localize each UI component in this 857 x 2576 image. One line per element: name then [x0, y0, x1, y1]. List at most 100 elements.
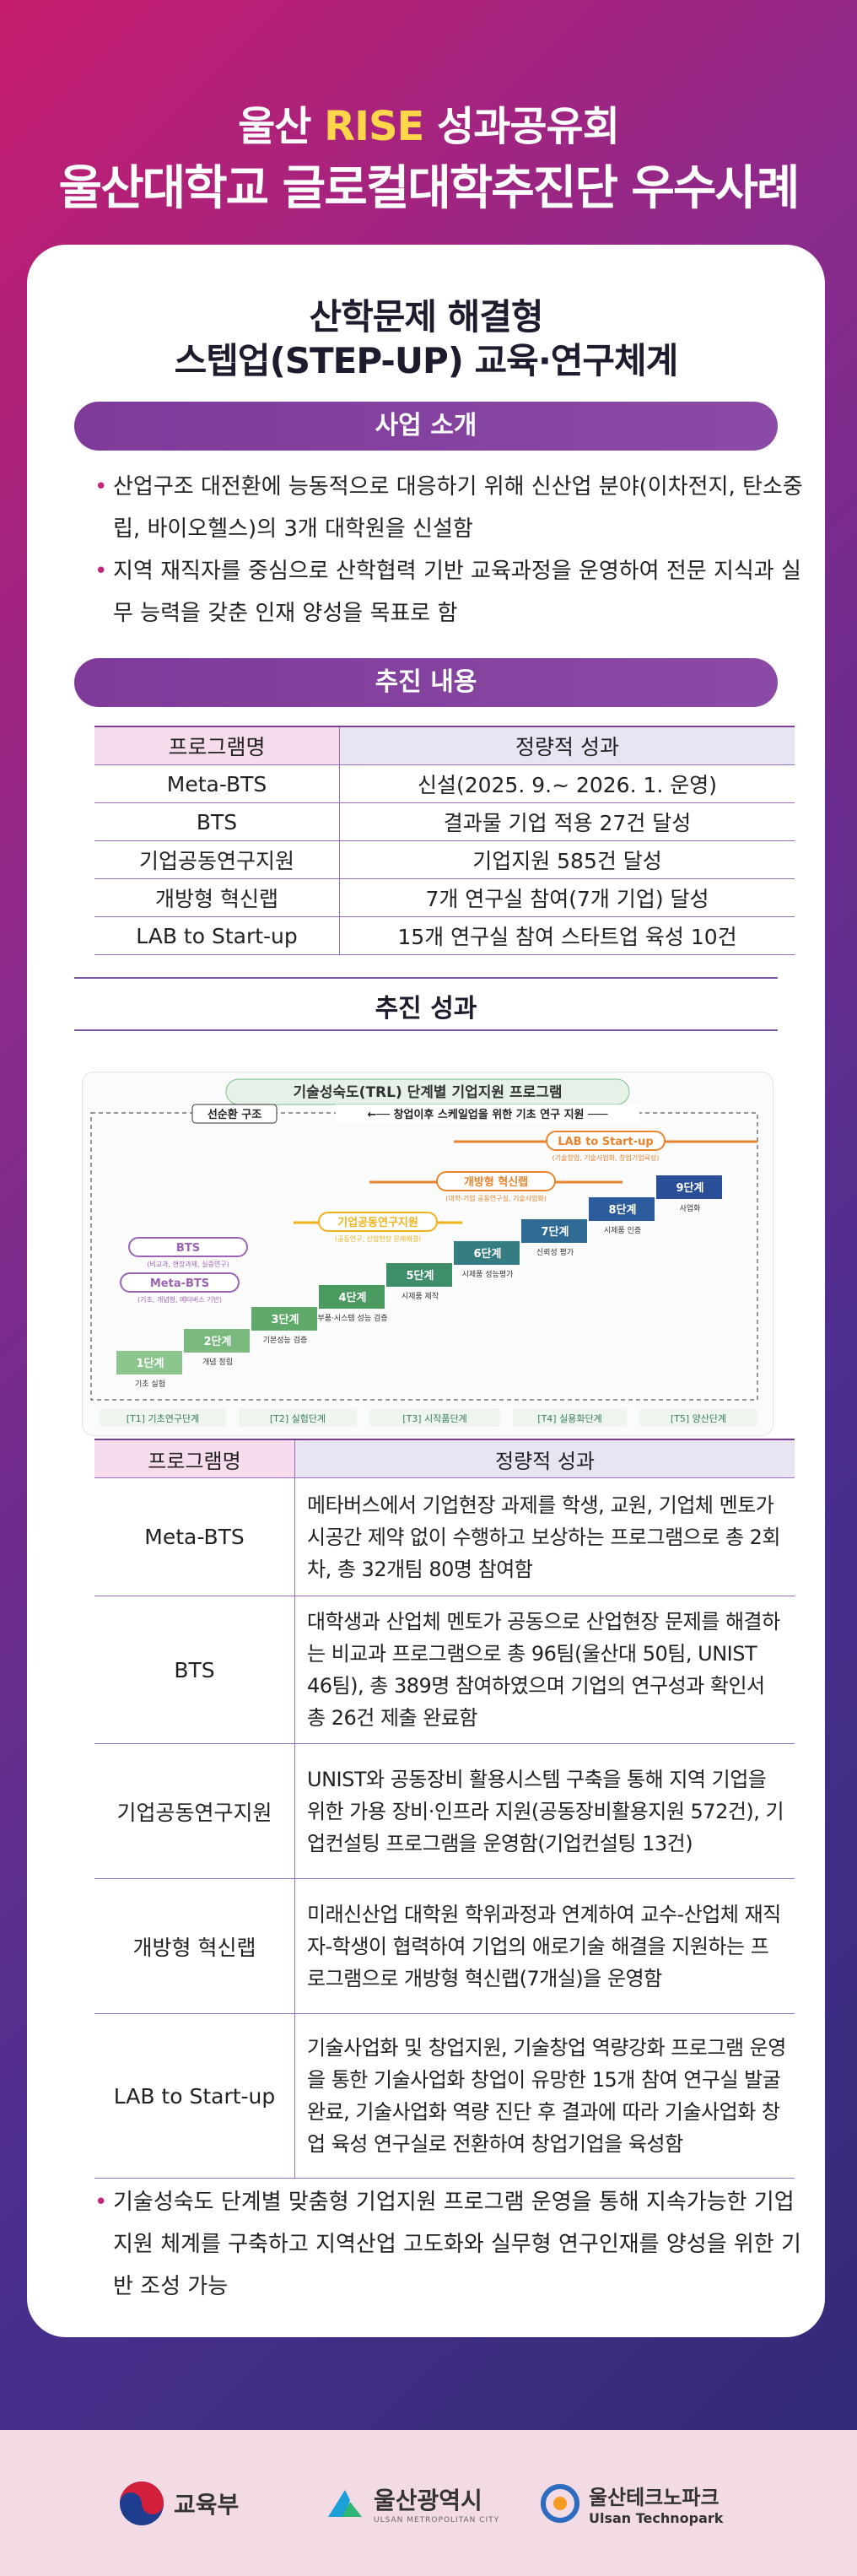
- arrow-label-bg: [336, 1104, 639, 1123]
- stage-label-3: [T3] 시작품단계: [402, 1413, 466, 1424]
- cell-result: 7개 연구실 참여(7개 기업) 달성: [339, 878, 795, 917]
- stage-box-1: [100, 1408, 226, 1427]
- step-label-1: 1단계: [137, 1357, 164, 1370]
- arrow-label: ←── 창업이후 스케일업을 위한 기초 연구 지원 ───: [367, 1108, 607, 1121]
- step-desc-2: 개념 정립: [202, 1358, 233, 1367]
- ulsan-city-icon: [328, 2490, 362, 2517]
- cell-program: BTS: [94, 1596, 295, 1744]
- logo-ulsan-city: 울산광역시 ULSAN METROPOLITAN CITY: [325, 2482, 499, 2525]
- cycle-border: [90, 1112, 758, 1401]
- cell-result: UNIST와 공동장비 활용시스템 구축을 통해 지역 기업을 위한 가용 장비…: [294, 1743, 795, 1879]
- cycle-label: 선순환 구조: [208, 1108, 261, 1121]
- results-divider-bottom: [74, 1029, 778, 1031]
- cell-result: 메타버스에서 기업현장 과제를 학생, 교원, 기업체 멘토가 시공간 제약 없…: [294, 1477, 795, 1596]
- stage-label-1: [T1] 기초연구단계: [127, 1413, 200, 1424]
- step-label-8: 8단계: [609, 1203, 637, 1217]
- cell-result: 신설(2025. 9.~ 2026. 1. 운영): [339, 764, 795, 803]
- stage-label-2: [T2] 실험단계: [270, 1413, 326, 1424]
- results-summary: 기술성숙도 단계별 맞춤형 기업지원 프로그램 운영을 통해 지속가능한 기업 …: [94, 2181, 803, 2308]
- cell-result: 기업지원 585건 달성: [339, 840, 795, 879]
- step-block-2: [184, 1329, 250, 1353]
- hero-title-line1: 울산 RISE 성과공유회: [0, 93, 857, 152]
- hero-title-highlight: RISE: [324, 103, 424, 150]
- program-pill-5: [120, 1272, 240, 1293]
- program-pill-4: [128, 1237, 248, 1257]
- results-title: 추진 성과: [375, 994, 477, 1023]
- logo-technopark-sub: Ulsan Technopark: [589, 2510, 724, 2526]
- step-block-1: [116, 1351, 182, 1374]
- stage-box-4: [513, 1408, 627, 1427]
- cell-program: 기업공동연구지원: [94, 840, 340, 879]
- step-label-7: 7단계: [542, 1225, 569, 1239]
- program-name-1: LAB to Start-up: [558, 1136, 653, 1148]
- logo-ulsan-city-sub: ULSAN METROPOLITAN CITY: [374, 2516, 500, 2525]
- cell-result: 대학생과 산업체 멘토가 공동으로 산업현장 문제를 해결하는 비교과 프로그램…: [294, 1596, 795, 1744]
- program-sub-4: (비교과, 현장과제, 실증연구): [147, 1260, 229, 1268]
- step-block-8: [589, 1197, 655, 1221]
- intro-pill: 사업 소개: [74, 402, 778, 451]
- cycle-label-box: [191, 1104, 278, 1124]
- card-title-line2: 스텝업(STEP-UP) 교육·연구체계: [174, 340, 679, 381]
- table-header-row: 프로그램명 정량적 성과: [94, 726, 795, 765]
- program-name-5: Meta-BTS: [150, 1277, 209, 1290]
- stage-box-2: [239, 1408, 357, 1427]
- intro-bullet-1: 산업구조 대전환에 능동적으로 대응하기 위해 신산업 분야(이차전지, 탄소중…: [94, 466, 803, 550]
- logo-technopark-name: 울산테크노파크: [589, 2486, 720, 2509]
- step-label-4: 4단계: [339, 1291, 367, 1304]
- program-name-4: BTS: [176, 1242, 200, 1255]
- program-sub-2: (대학-기업 공동연구실, 기술사업화): [445, 1194, 547, 1202]
- cell-program: 개방형 혁신랩: [94, 878, 340, 917]
- cell-program: LAB to Start-up: [94, 2013, 295, 2179]
- cell-program: Meta-BTS: [94, 1477, 295, 1596]
- table-header-row: 프로그램명 정량적 성과: [94, 1439, 795, 1478]
- stage-label-5: [T5] 양산단계: [671, 1413, 726, 1424]
- col-header-result: 정량적 성과: [294, 1439, 795, 1478]
- hero-banner: 울산 RISE 성과공유회 울산대학교 글로컬대학추진단 우수사례: [0, 0, 857, 245]
- program-pill-2: [436, 1171, 556, 1191]
- progress-pill: 추진 내용: [74, 658, 778, 707]
- stage-box-5: [639, 1408, 757, 1427]
- intro-bullets: 산업구조 대전환에 능동적으로 대응하기 위해 신산업 분야(이차전지, 탄소중…: [94, 466, 803, 635]
- cell-program: 개방형 혁신랩: [94, 1878, 295, 2014]
- step-desc-6: 시제품 성능평가: [462, 1270, 514, 1279]
- summary-bullet: 기술성숙도 단계별 맞춤형 기업지원 프로그램 운영을 통해 지속가능한 기업 …: [94, 2181, 803, 2308]
- hero-title-line2: 울산대학교 글로컬대학추진단 우수사례: [58, 161, 800, 216]
- cell-program: 기업공동연구지원: [94, 1743, 295, 1879]
- program-sub-1: (기술창업, 기술사업화, 창업기업육성): [552, 1153, 660, 1162]
- step-desc-4: 부품·시스템 성능 검증: [317, 1313, 387, 1323]
- hero-title-pre: 울산: [238, 103, 325, 150]
- program-sub-5: (기초, 개념형, 메타버스 기반): [137, 1295, 222, 1304]
- content-card: 산학문제 해결형 스텝업(STEP-UP) 교육·연구체계 사업 소개 산업구조…: [27, 245, 825, 2337]
- step-block-7: [521, 1219, 587, 1243]
- step-block-6: [454, 1241, 520, 1265]
- step-label-5: 5단계: [407, 1269, 434, 1283]
- step-desc-5: 시제품 제작: [402, 1292, 439, 1301]
- footer-logos: 교육부 울산광역시 ULSAN METROPOLITAN CITY 울산테크노파…: [0, 2430, 857, 2576]
- step-block-5: [386, 1263, 452, 1287]
- intro-bullet-2: 지역 재직자를 중심으로 산학협력 기반 교육과정을 운영하여 전문 지식과 실…: [94, 550, 803, 635]
- step-block-4: [319, 1285, 385, 1309]
- step-block-3: [251, 1307, 317, 1331]
- cell-result: 기술사업화 및 창업지원, 기술창업 역량강화 프로그램 운영을 통한 기술사업…: [294, 2013, 795, 2179]
- step-desc-3: 기본성능 검증: [263, 1335, 308, 1345]
- card-title-line1: 산학문제 해결형: [309, 296, 543, 338]
- step-desc-8: 시제품 인증: [604, 1226, 641, 1235]
- cell-program: LAB to Start-up: [94, 916, 340, 955]
- cell-result: 15개 연구실 참여 스타트업 육성 10건: [339, 916, 795, 955]
- step-label-2: 2단계: [204, 1335, 232, 1348]
- logo-moe: 교육부: [118, 2481, 239, 2525]
- col-header-program: 프로그램명: [94, 1439, 295, 1478]
- program-pill-1: [546, 1131, 666, 1151]
